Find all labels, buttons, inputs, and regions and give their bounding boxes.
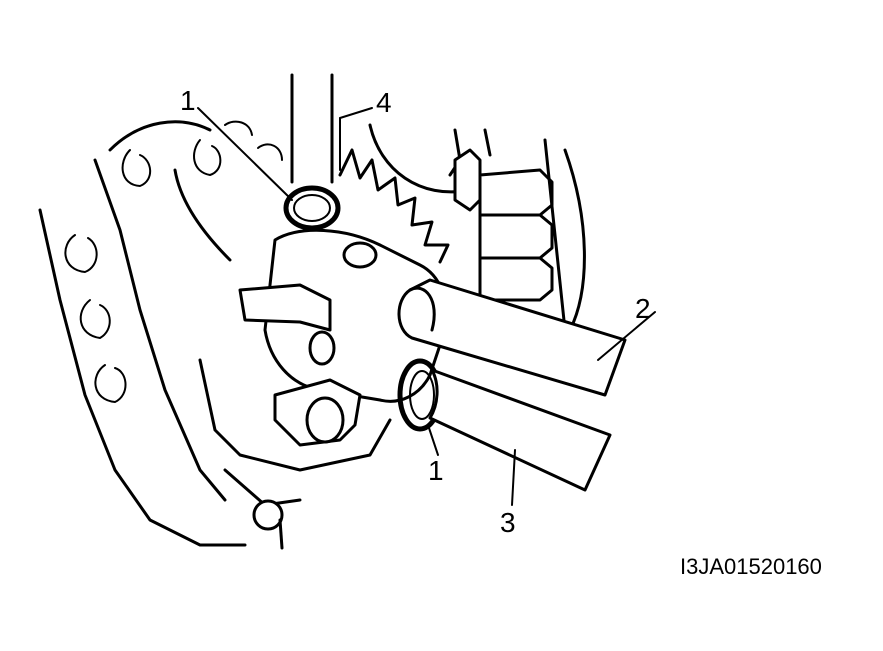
callout-3: 3 (500, 507, 516, 538)
seal-ring-top (283, 185, 341, 231)
shift-fork-body (198, 228, 448, 550)
callout-1-bottom: 1 (428, 455, 444, 486)
rod-4 (290, 73, 334, 184)
figure-code: I3JA01520160 (680, 554, 822, 579)
leader-lines (197, 107, 656, 506)
callout-2: 2 (635, 293, 651, 324)
transmission-case-left (38, 120, 283, 547)
shaft-3 (428, 368, 612, 492)
callout-4: 4 (376, 87, 392, 118)
callout-1-top: 1 (180, 85, 196, 116)
shaft-2 (397, 278, 627, 397)
